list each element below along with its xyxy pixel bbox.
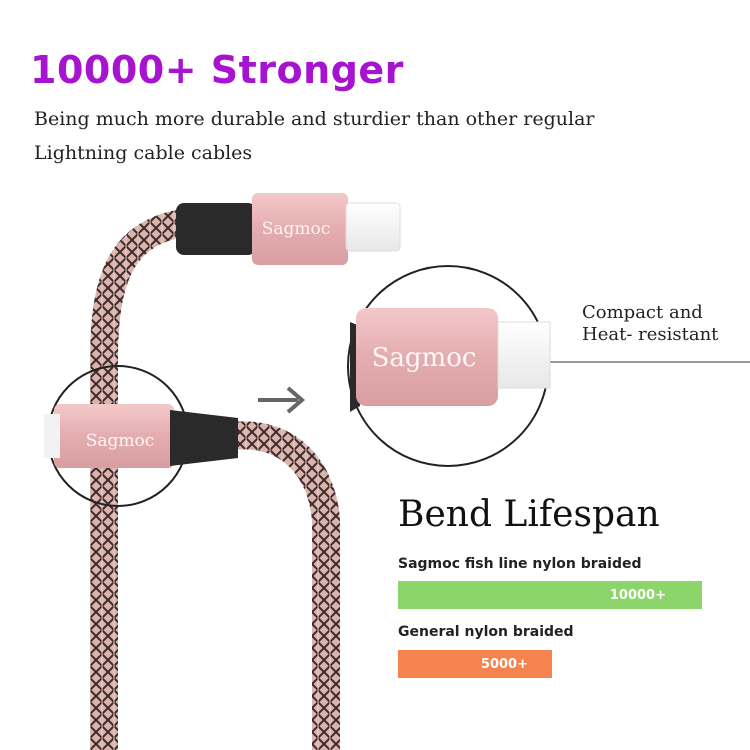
callout-line-2: Heat- resistant (582, 324, 719, 345)
bar-value-general: 5000+ (480, 656, 528, 672)
headline: 10000+ Stronger (30, 48, 404, 92)
braided-cable-left (90, 208, 193, 750)
top-connector: Sagmoc (176, 193, 401, 265)
subtitle-line-2: Lightning cable cables (34, 142, 253, 164)
bar-label-general: General nylon braided (398, 624, 574, 640)
zoomed-connector: Sagmoc (350, 308, 551, 412)
arrow-right-icon (258, 386, 306, 414)
subtitle-line-1: Being much more durable and sturdier tha… (34, 108, 595, 130)
callout-line-1: Compact and (582, 302, 703, 323)
bar-sagmoc: 10000+ (398, 581, 702, 609)
brand-label-side: Sagmoc (86, 431, 155, 451)
bend-lifespan-title: Bend Lifespan (398, 494, 660, 535)
side-connector: Sagmoc (44, 404, 238, 468)
brand-label-top: Sagmoc (262, 219, 331, 239)
bar-general: 5000+ (398, 650, 552, 678)
bar-value-sagmoc: 10000+ (609, 587, 666, 603)
braided-cable-right (230, 421, 340, 750)
brand-label-zoom: Sagmoc (372, 343, 477, 373)
bar-label-sagmoc: Sagmoc fish line nylon braided (398, 556, 642, 572)
